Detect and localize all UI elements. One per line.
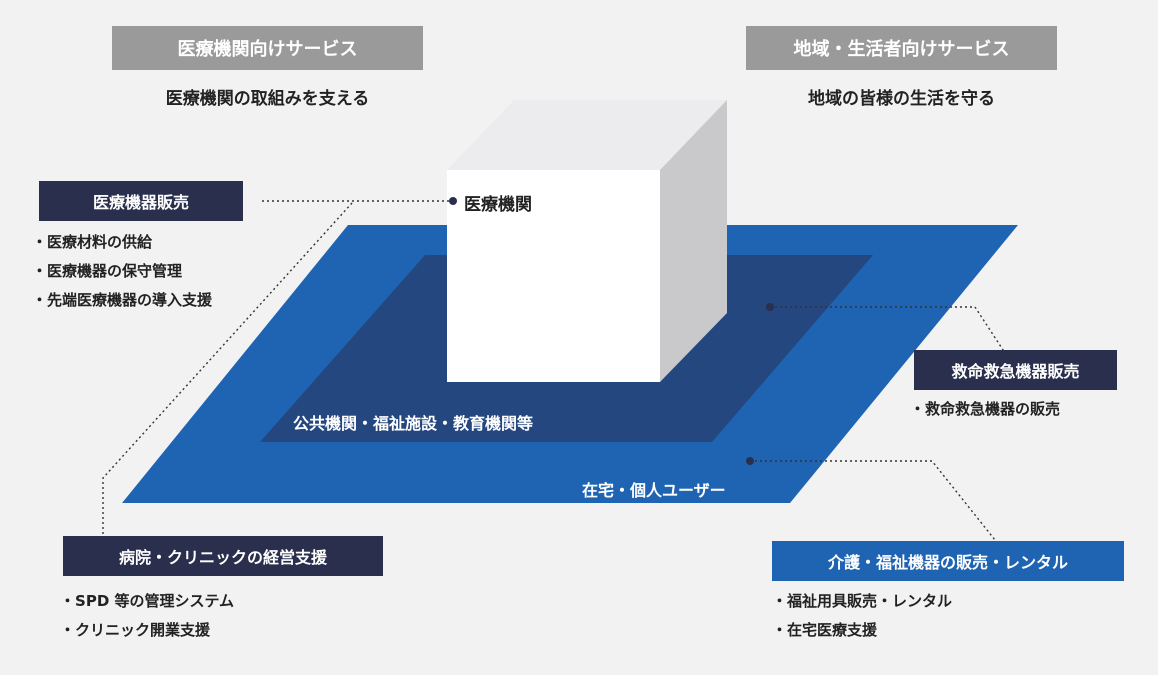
right-header-subtitle: 地域の皆様の生活を守る: [808, 89, 995, 109]
care-list: 福祉用具販売・レンタル 在宅医療支援: [772, 587, 952, 645]
cube-front: [447, 170, 660, 382]
inner-layer-label: 公共機関・福祉施設・教育機関等: [293, 414, 534, 433]
emergency-title: 救命救急機器販売: [914, 350, 1117, 390]
list-item: 先端医療機器の導入支援: [32, 286, 212, 315]
care-title: 介護・福祉機器の販売・レンタル: [772, 541, 1124, 581]
leader-care: [750, 460, 996, 541]
cube-side: [660, 100, 727, 382]
dot-emergency: [766, 303, 774, 311]
building-label: 医療機関: [464, 195, 532, 215]
list-item: 福祉用具販売・レンタル: [772, 587, 952, 616]
dot-care: [746, 457, 754, 465]
dot-building: [449, 197, 457, 205]
outer-layer-label: 在宅・個人ユーザー: [582, 481, 726, 500]
leader-emergency: [770, 306, 1006, 354]
left-header-title: 医療機関向けサービス: [112, 26, 423, 70]
list-item: 医療材料の供給: [32, 228, 212, 257]
clinic-management-title: 病院・クリニックの経営支援: [63, 536, 383, 576]
right-header-title: 地域・生活者向けサービス: [746, 26, 1057, 70]
leader-clinic: [102, 202, 353, 540]
list-item: クリニック開業支援: [60, 616, 234, 645]
list-item: 医療機器の保守管理: [32, 257, 212, 286]
clinic-management-list: SPD 等の管理システム クリニック開業支援: [60, 587, 234, 645]
medical-equipment-list: 医療材料の供給 医療機器の保守管理 先端医療機器の導入支援: [32, 228, 212, 315]
list-item: 救命救急機器の販売: [910, 395, 1060, 424]
cube-top: [447, 100, 727, 170]
left-header-subtitle: 医療機関の取組みを支える: [165, 89, 370, 109]
medical-equipment-title: 医療機器販売: [39, 181, 243, 221]
emergency-list: 救命救急機器の販売: [910, 395, 1060, 424]
list-item: SPD 等の管理システム: [60, 587, 234, 616]
list-item: 在宅医療支援: [772, 616, 952, 645]
